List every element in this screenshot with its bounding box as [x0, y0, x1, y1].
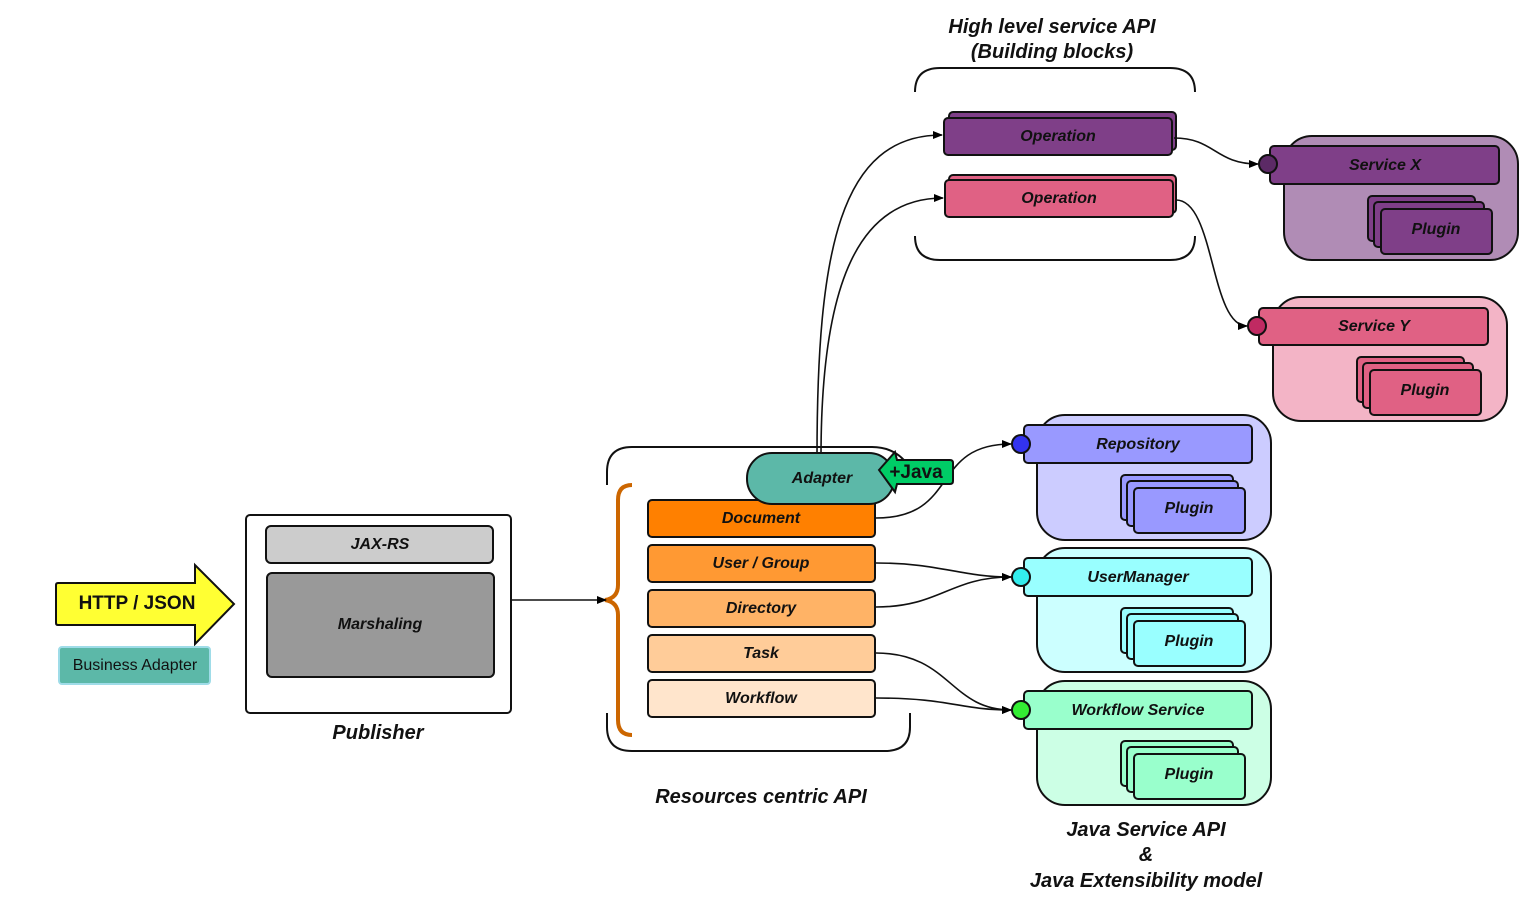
connector-workflow-workflowservice — [875, 697, 1012, 714]
plugin-label: Plugin — [1412, 221, 1461, 238]
adapter-node[interactable]: Adapter — [746, 452, 895, 505]
usermanager-plugin[interactable]: Plugin — [1120, 607, 1246, 667]
usermanager-container[interactable]: UserManager Plugin — [1011, 547, 1272, 673]
java-badge-label: +Java — [889, 462, 943, 483]
repository-container[interactable]: Repository Plugin — [1011, 414, 1272, 541]
resource-workflow[interactable]: Workflow — [647, 679, 876, 718]
resources-api-title: Resources centric API — [655, 786, 867, 808]
resource-label: Directory — [726, 600, 797, 617]
plugin-label: Plugin — [1165, 633, 1214, 650]
marshaling-label: Marshaling — [338, 616, 423, 633]
service-x-port-icon — [1258, 154, 1278, 174]
java-api-title-line1: Java Service API — [1066, 819, 1226, 841]
connector-directory-usermanager — [875, 573, 1012, 608]
resource-document[interactable]: Document — [647, 499, 876, 538]
service-x-label: Service X — [1349, 157, 1422, 174]
resource-label: Document — [722, 510, 801, 527]
resource-label: Task — [743, 645, 780, 662]
service-y-plugin[interactable]: Plugin — [1356, 356, 1482, 416]
operation-label: Operation — [1021, 190, 1097, 207]
repository-label: Repository — [1096, 436, 1181, 453]
java-api-title-line3: Java Extensibility model — [1030, 870, 1263, 892]
adapter-label: Adapter — [791, 470, 853, 487]
connector-usergroup-usermanager — [875, 562, 1012, 581]
service-y-container[interactable]: Service Y Plugin — [1247, 296, 1508, 422]
plugin-label: Plugin — [1165, 766, 1214, 783]
resource-task[interactable]: Task — [647, 634, 876, 673]
resource-user-group[interactable]: User / Group — [647, 544, 876, 583]
repository-plugin[interactable]: Plugin — [1120, 474, 1246, 534]
resources-frame-top — [606, 446, 909, 485]
business-adapter-label: Business Adapter — [73, 657, 198, 674]
service-y-port-icon — [1247, 316, 1267, 336]
resource-label: Workflow — [725, 690, 798, 707]
connector-task-workflow — [875, 652, 1012, 714]
business-adapter-legend: Business Adapter — [58, 646, 211, 685]
resource-label: User / Group — [713, 555, 810, 572]
operation-block-1[interactable]: Operation — [943, 111, 1177, 156]
plugin-label: Plugin — [1165, 500, 1214, 517]
plugin-label: Plugin — [1401, 382, 1450, 399]
publisher-title: Publisher — [332, 722, 424, 744]
workflow-service-container[interactable]: Workflow Service Plugin — [1011, 680, 1272, 806]
connector-adapter-operation2 — [820, 194, 944, 458]
connector-operation2-servicey — [1175, 199, 1248, 330]
jaxrs-label: JAX-RS — [351, 536, 410, 553]
resources-frame-bottom — [606, 713, 911, 752]
marshaling-block[interactable]: Marshaling — [266, 572, 495, 678]
high-level-title-line1: High level service API — [948, 16, 1156, 38]
workflow-service-port-icon — [1011, 700, 1031, 720]
workflow-service-label: Workflow Service — [1071, 702, 1204, 719]
operation-block-2[interactable]: Operation — [944, 174, 1177, 218]
connector-adapter-operation1 — [816, 131, 943, 458]
service-y-label: Service Y — [1338, 318, 1411, 335]
repository-port-icon — [1011, 434, 1031, 454]
usermanager-port-icon — [1011, 567, 1031, 587]
jaxrs-block[interactable]: JAX-RS — [265, 525, 494, 564]
service-x-container[interactable]: Service X Plugin — [1258, 135, 1519, 261]
workflow-service-plugin[interactable]: Plugin — [1120, 740, 1246, 800]
publisher-container: JAX-RS Marshaling — [245, 514, 512, 714]
service-x-plugin[interactable]: Plugin — [1367, 195, 1493, 255]
usermanager-label: UserManager — [1087, 569, 1189, 586]
connector-operation1-servicex — [1173, 137, 1259, 168]
bottom-bracket — [914, 235, 1196, 261]
high-level-title-line2: (Building blocks) — [971, 41, 1134, 63]
java-badge: +Java — [877, 449, 954, 495]
java-api-title-line2: & — [1139, 844, 1153, 866]
http-json-label: HTTP / JSON — [79, 593, 196, 614]
connectors — [494, 131, 1259, 714]
http-json-arrow: HTTP / JSON — [55, 562, 236, 647]
resources-brace — [604, 483, 633, 737]
resource-directory[interactable]: Directory — [647, 589, 876, 628]
operation-label: Operation — [1020, 128, 1096, 145]
top-bracket — [914, 67, 1196, 93]
